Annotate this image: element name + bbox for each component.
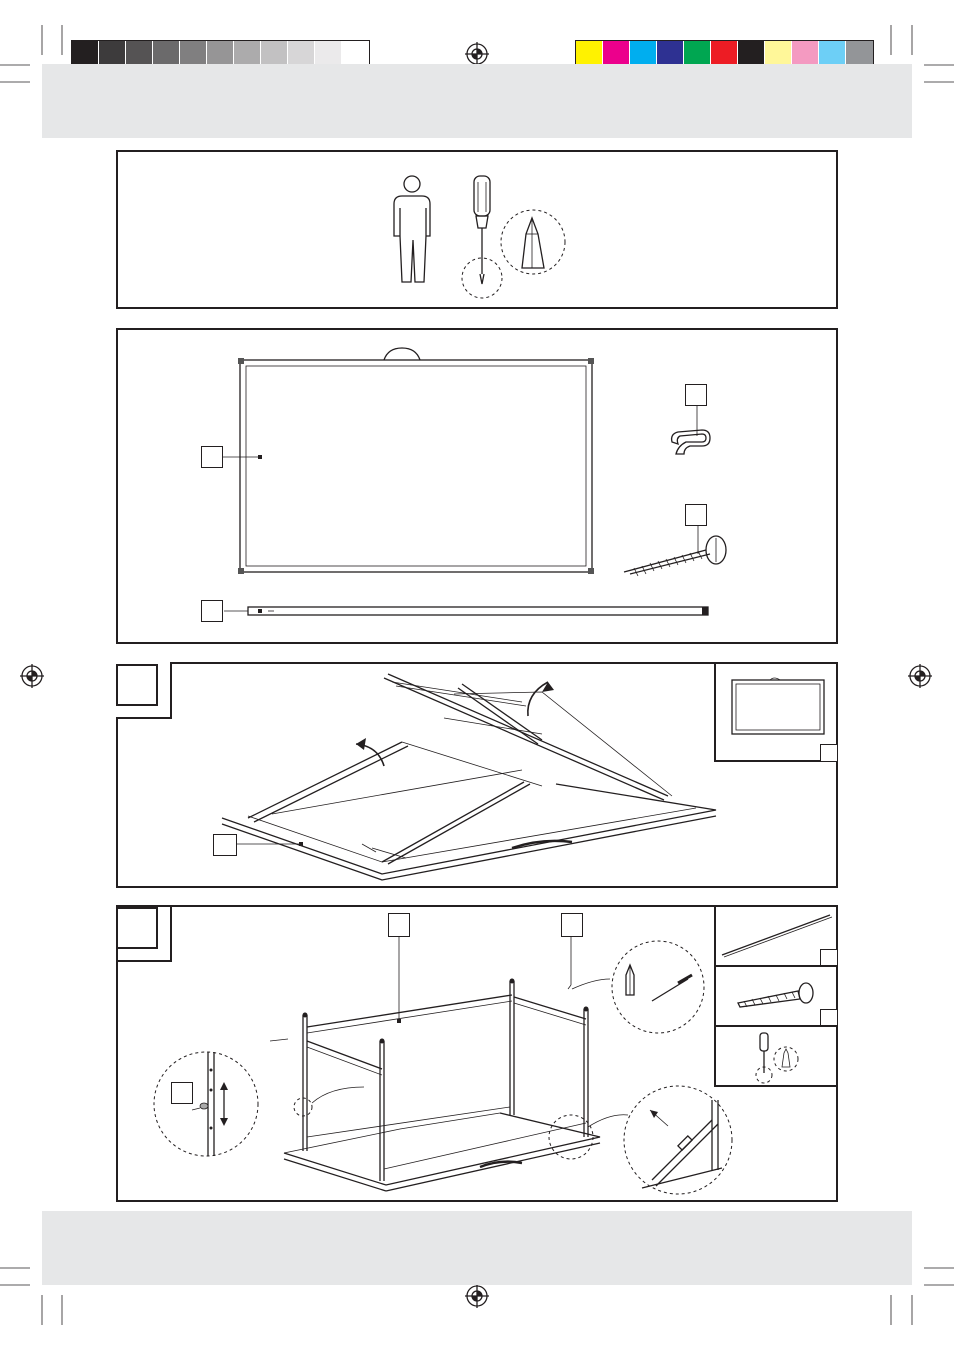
step2-detail-tag [171,1082,193,1104]
footer-band [42,1211,912,1285]
step2-inset-screw [714,965,838,1027]
step1-frame-tag [213,834,237,856]
step2-inset-rod [714,905,838,967]
parts-rod-tag [201,600,223,622]
parts-frame-tag [201,446,223,468]
header-band [42,64,912,138]
step1-inset [714,662,838,762]
step2-detail-hinge [623,1085,733,1195]
leader-line [237,842,303,846]
support-rod [224,606,709,616]
person-icon [393,175,431,283]
step2-clip-tag [561,913,583,937]
screwdriver-icon [755,1032,799,1084]
leader-line [223,455,262,459]
step1-number [116,664,158,706]
step2-number [116,907,158,949]
tools-panel [116,150,838,309]
screw-icon [623,526,727,577]
step2-detail-screw [611,940,705,1034]
inset-frame [731,677,825,735]
registration-mark-icon [20,664,44,688]
step2-notch [116,905,172,962]
screwdriver-bit-detail [500,209,566,275]
registration-mark-icon [908,664,932,688]
parts-screw-tag [685,504,707,526]
net-frame [238,347,594,574]
step2-illustration [269,937,629,1192]
parts-clip-tag [685,384,707,406]
registration-mark-icon [465,1284,489,1308]
step2-inset-tool [714,1025,838,1087]
step1-illustration [221,673,717,881]
rod-icon [721,914,833,958]
screw-icon [737,982,814,1008]
clip-icon [670,406,711,455]
registration-mark-icon [465,42,489,66]
step1-inset-tag [820,744,838,762]
step2-rod-tag [388,913,410,937]
screwdriver-icon [461,175,503,299]
step2-detail-left [153,1051,259,1157]
parts-panel [116,328,838,644]
